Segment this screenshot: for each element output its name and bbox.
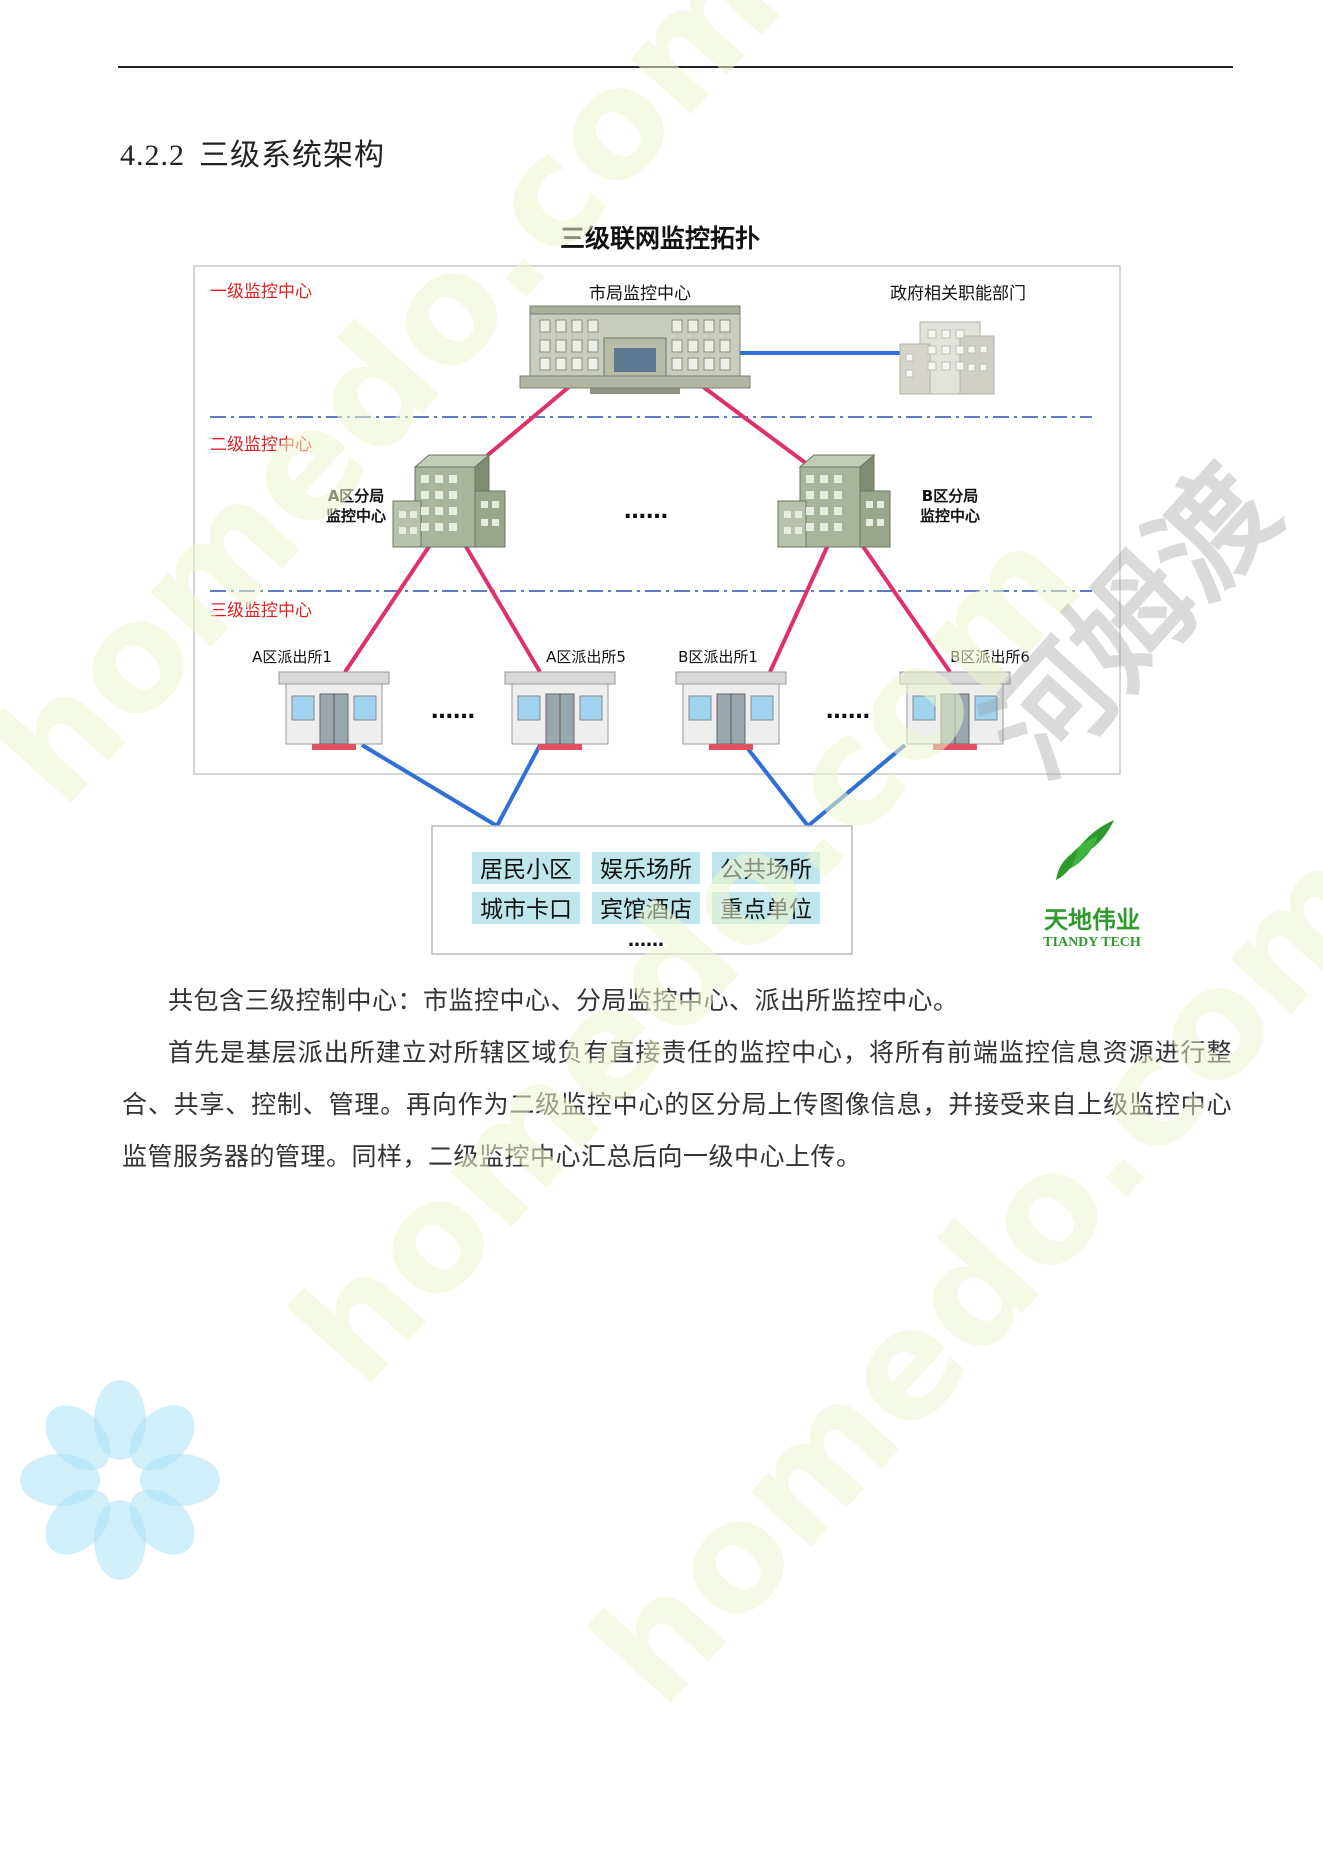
section-heading: 4.2.2 三级系统架构	[120, 130, 385, 174]
header-rule	[118, 66, 1233, 68]
city-building-icon	[519, 305, 751, 394]
logo-name: 天地伟业	[1044, 906, 1140, 934]
level-label-1: 一级监控中心	[210, 282, 312, 302]
site-item: 娱乐场所	[600, 857, 692, 883]
leaf-icon	[1056, 820, 1114, 880]
station-b1-label: B区派出所1	[678, 648, 758, 666]
station-a-ellipsis: ……	[431, 699, 475, 724]
gov-dept-label: 政府相关职能部门	[890, 284, 1026, 304]
station-b6-icon	[899, 671, 1011, 751]
city-center-label: 市局监控中心	[589, 284, 691, 304]
sites-box	[431, 825, 853, 955]
site-item: 城市卡口	[480, 897, 572, 923]
topology-figure: 三级联网监控拓扑 一级监控中心 二级监控中心 三级监控中心	[193, 224, 1141, 955]
sites-more-dots: ……	[628, 930, 664, 951]
branch-a-label-line2: 监控中心	[326, 507, 386, 525]
station-b6-label: B区派出所6	[950, 648, 1030, 666]
level-label-3: 三级监控中心	[210, 601, 312, 621]
flower-watermark-icon	[20, 1380, 220, 1580]
paragraph-1: 共包含三级控制中心：市监控中心、分局监控中心、派出所监控中心。	[168, 986, 959, 1015]
branch-a-label-line1: A区分局	[328, 487, 385, 505]
site-item: 宾馆酒店	[600, 897, 692, 923]
section-title: 三级系统架构	[199, 138, 385, 173]
figure-title: 三级联网监控拓扑	[560, 224, 760, 253]
station-a1-label: A区派出所1	[252, 648, 332, 666]
section-number: 4.2.2	[120, 139, 185, 172]
station-a5-label: A区派出所5	[546, 648, 626, 666]
station-b-ellipsis: ……	[826, 699, 870, 724]
station-a5-icon	[504, 671, 616, 751]
site-item: 公共场所	[720, 857, 812, 883]
logo-sub: TIANDY TECH	[1043, 935, 1141, 950]
gov-building-icon	[899, 321, 995, 395]
level-label-2: 二级监控中心	[210, 435, 312, 455]
site-item: 重点单位	[720, 897, 812, 923]
branch-b-label-line1: B区分局	[922, 487, 978, 505]
branch-ellipsis: ……	[624, 499, 668, 524]
station-a1-icon	[278, 671, 390, 751]
paragraph-2: 首先是基层派出所建立对所辖区域负有直接责任的监控中心，将所有前端监控信息资源进行…	[122, 1038, 1232, 1171]
branch-b-label-line2: 监控中心	[920, 507, 980, 525]
site-item: 居民小区	[480, 857, 572, 883]
site-links	[360, 743, 907, 828]
tiandy-logo: 天地伟业 TIANDY TECH	[1043, 820, 1141, 950]
station-b1-icon	[675, 671, 787, 751]
